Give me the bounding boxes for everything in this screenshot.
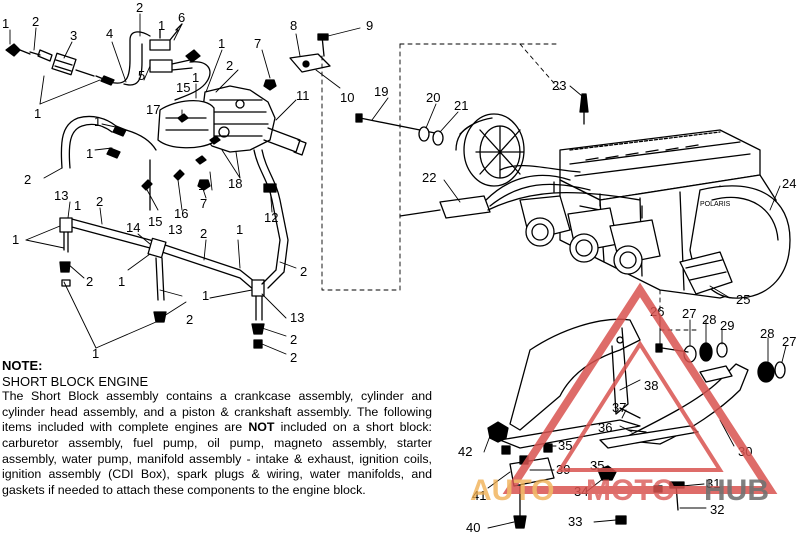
callout-label: 13: [168, 222, 182, 237]
callout-label: 24: [782, 176, 796, 191]
callout-label: 7: [254, 36, 261, 51]
callout-label: 3: [70, 28, 77, 43]
callout-leaders-right: [371, 85, 781, 299]
callout-label: 23: [552, 78, 566, 93]
callout-label: 42: [458, 444, 472, 459]
callout-label: 28: [702, 312, 716, 327]
callout-label: 29: [720, 318, 734, 333]
callout-label: 15: [148, 214, 162, 229]
callout-label: 17: [146, 102, 160, 117]
callout-label: 11: [296, 88, 310, 103]
callout-label: 1: [34, 106, 41, 121]
recoil-pulley: [455, 113, 525, 187]
callout-label: 20: [426, 90, 440, 105]
callout-label: 7: [200, 196, 207, 211]
callout-leaders-lower: [483, 315, 787, 529]
callout-label: 9: [366, 18, 373, 33]
note-body: The Short Block assembly contains a cran…: [2, 389, 432, 498]
callout-label: 2: [200, 226, 207, 241]
watermark-text-auto: AUTO: [470, 474, 554, 507]
callout-label: 25: [736, 292, 750, 307]
callout-label: 1: [118, 274, 125, 289]
callout-label: 5: [138, 68, 145, 83]
callout-label: 33: [568, 514, 582, 529]
callout-label: 32: [710, 502, 724, 517]
callout-label: 2: [24, 172, 31, 187]
note-subheading: SHORT BLOCK ENGINE: [2, 373, 149, 389]
callout-label: 13: [290, 310, 304, 325]
callout-label: 1: [202, 288, 209, 303]
callout-label: 18: [228, 176, 242, 191]
callout-label: 8: [290, 18, 297, 33]
engine-block: POLARIS: [355, 93, 791, 299]
watermark-text-moto: MOTO: [586, 474, 675, 507]
callout-label: 13: [54, 188, 68, 203]
callout-label: 12: [264, 210, 278, 225]
callout-label: 36: [598, 420, 612, 435]
callout-label: 1: [198, 178, 205, 193]
callout-label: 1: [236, 222, 243, 237]
callout-label: 1: [192, 70, 199, 85]
callout-label: 41: [472, 488, 486, 503]
callout-label: 15: [176, 80, 190, 95]
note-heading: NOTE:: [2, 358, 43, 373]
oil-line-assembly: [59, 33, 331, 349]
callout-label: 2: [290, 332, 297, 347]
callout-label: 40: [466, 520, 480, 535]
callout-label: 1: [92, 346, 99, 361]
callout-label: 27: [782, 334, 796, 349]
callout-label: 1: [94, 114, 101, 129]
note-body-part-1: The Short Block assembly contains a cran…: [2, 389, 432, 435]
carburetor-set: [519, 181, 661, 275]
oil-pump-housing: [157, 85, 307, 156]
callout-leaders-left: [9, 13, 361, 355]
callout-label: 2: [186, 312, 193, 327]
callout-label: 6: [178, 10, 185, 25]
callout-label: 1: [86, 146, 93, 161]
callout-label: 27: [682, 306, 696, 321]
callout-label: 14: [126, 220, 140, 235]
callout-label: 2: [290, 350, 297, 365]
callout-label: 2: [136, 0, 143, 15]
callout-label: 2: [32, 14, 39, 29]
callout-label: 21: [454, 98, 468, 113]
note-body-part-2: included on a short block: carburetor as…: [2, 420, 432, 497]
callout-label: 19: [374, 84, 388, 99]
callout-label: 22: [422, 170, 436, 185]
engine-badge-text: POLARIS: [700, 201, 731, 208]
callout-label: 2: [300, 264, 307, 279]
callout-label: 1: [12, 232, 19, 247]
callout-label: 37: [612, 400, 626, 415]
callout-label: 2: [86, 274, 93, 289]
callout-label: 16: [174, 206, 188, 221]
callout-label: 1: [158, 18, 165, 33]
watermark-logo: AUTO MOTO HUB: [470, 282, 778, 507]
note-body-emphasis: NOT: [248, 420, 275, 435]
callout-label: 1: [2, 16, 9, 31]
callout-label: 1: [218, 36, 225, 51]
watermark-text-hub: HUB: [704, 474, 769, 507]
callout-label: 2: [226, 58, 233, 73]
callout-label: 10: [340, 90, 354, 105]
callout-label: 28: [760, 326, 774, 341]
callout-label: 38: [644, 378, 658, 393]
callout-label: 2: [96, 194, 103, 209]
short-block-note: NOTE: SHORT BLOCK ENGINE The Short Block…: [2, 358, 432, 498]
callout-label: 1: [74, 198, 81, 213]
fuel-line-assembly: [5, 23, 211, 101]
callout-label: 35: [558, 438, 572, 453]
callout-label: 4: [106, 26, 113, 41]
engine-mount-assembly: [487, 318, 786, 529]
